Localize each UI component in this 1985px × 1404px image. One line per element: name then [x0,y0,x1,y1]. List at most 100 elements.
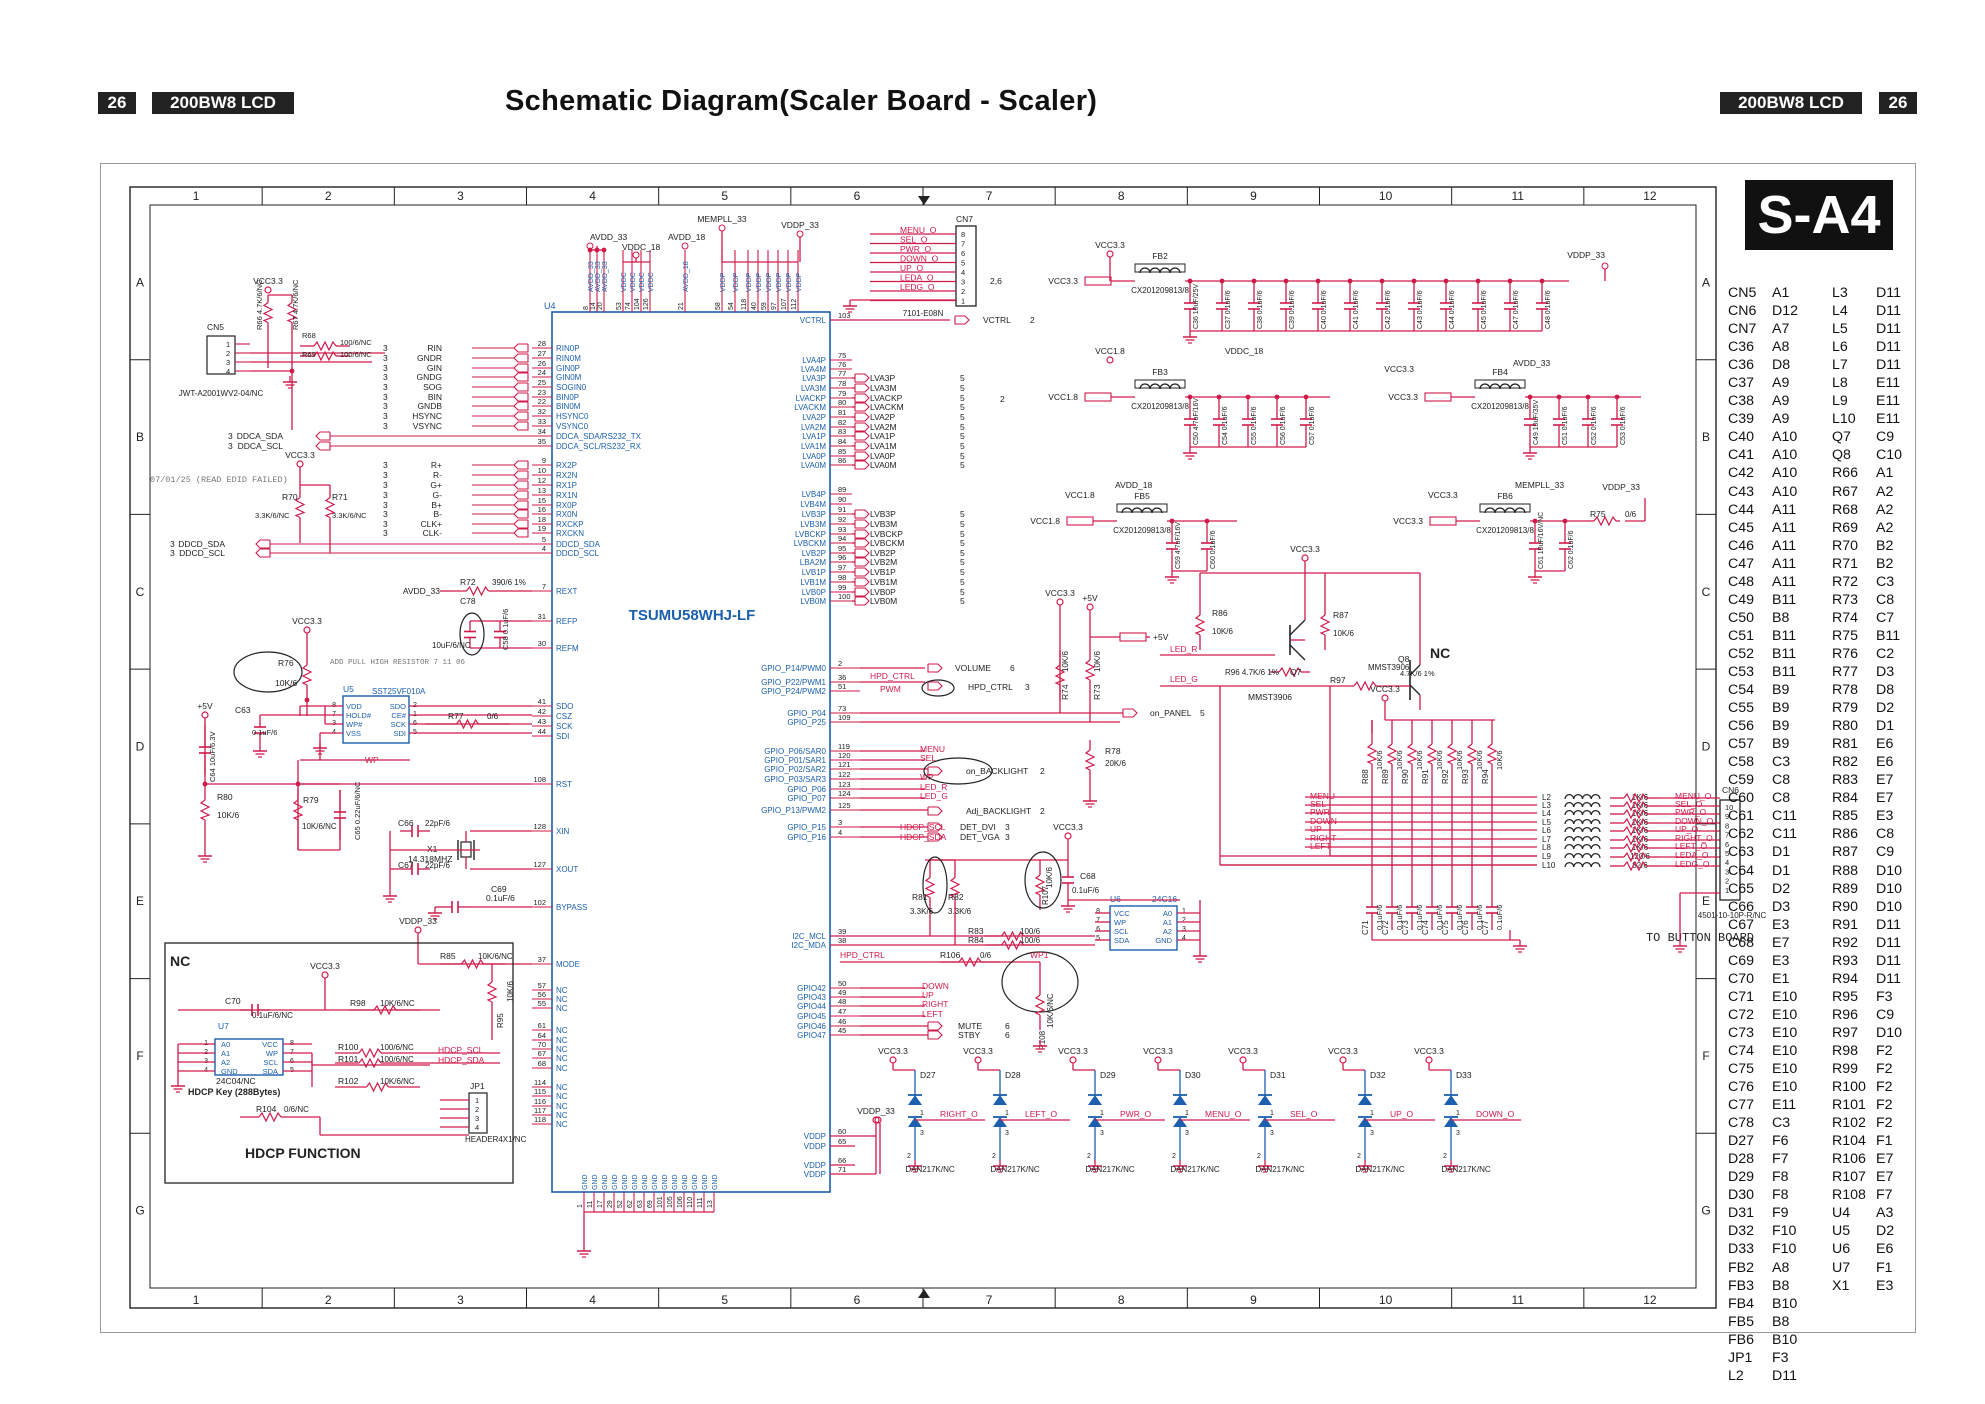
pin-name: VDDC [630,272,637,292]
ref-designator: L5 [1832,321,1848,338]
ref-grid-location: A7 [1772,321,1790,338]
ref-designator: D31 [1728,1205,1755,1222]
ref-designator: L7 [1832,357,1848,374]
ref-designator: C70 [1728,970,1755,987]
pin-number: 3 [920,1130,924,1137]
net-label: SEL_O [900,235,928,245]
pin-name: GPIO_P07 [787,794,826,803]
lvds-net-label: LVA1M [870,441,897,451]
resistor-ref: R75 [1590,509,1606,519]
inductor-ref: L4 [1542,809,1551,818]
pin-number: 49 [838,988,846,997]
ref-grid-location: E6 [1876,736,1894,753]
sheet-ref: 3 [383,528,388,538]
net-label: LEDA_O [1675,850,1709,860]
ref-designator: C71 [1728,988,1755,1005]
net-label: MENU_O [1675,791,1712,801]
ref-grid-location: F2 [1876,1042,1893,1059]
ref-designator: C66 [1728,898,1755,915]
net-label: BIN [428,392,442,402]
pin-number: 1 [577,1204,584,1208]
pin-name: NC [556,1092,568,1101]
transistor-ref: Q8 [1398,654,1410,664]
pin-number: 2 [1725,877,1729,886]
resistor-symbol [1034,994,1046,1016]
power-rail-label: AVDD_18 [1115,480,1152,490]
pin-name: SCK [556,722,573,731]
ref-grid-location: F1 [1876,1259,1893,1276]
pin-name: GIN0P [556,364,580,373]
resistor-value: 1K/6 [1632,801,1649,810]
net-flag [854,402,870,412]
resistor-ref: R76 [278,658,294,668]
pin-number: 93 [838,525,846,534]
net-label: HPD_CTRL [870,671,915,681]
ref-grid-location: A9 [1772,393,1790,410]
capacitor-label: C57 0.1uF/6 [1309,406,1316,445]
resistor-symbol [1386,743,1398,765]
pin-number: 5 [542,535,546,544]
transistor-symbol [1289,644,1306,661]
lvds-net-label: LVA2M [870,422,897,432]
power-rail-label: VCC3.3 [1388,392,1418,402]
ref-grid-location: E3 [1876,808,1894,825]
net-flag [854,587,870,597]
ref-designator: CN6 [1728,303,1757,320]
power-rail-symbol [1154,1056,1162,1064]
resistor-value: 0/6 [980,951,992,960]
net-label: B- [434,509,443,519]
ref-grid-location: F3 [1876,988,1893,1005]
resistor-value: 10K/6 [1061,651,1070,672]
pin-number: 121 [838,760,851,769]
pin-number: 25 [538,378,546,387]
pin-name: GPIO_P14/PWM0 [761,664,826,673]
ref-designator: C43 [1728,483,1755,500]
pin-number: 111 [697,1197,704,1208]
net-flag [927,822,943,832]
ref-designator: C61 [1728,808,1755,825]
lvds-net-label: LVA3M [870,383,897,393]
lvds-net-label: LVA0M [870,460,897,470]
ref-designator: R88 [1832,862,1859,879]
net-flag [854,412,870,422]
pin-number: 7 [542,582,546,591]
grid-row-label: E [136,894,144,908]
sheet-ref: 5 [960,383,965,393]
pin-name: LVACKM [794,403,826,412]
diode-symbol [908,1117,922,1127]
resistor-value: 100/6/NC [340,350,372,359]
ref-designator: L6 [1832,339,1848,356]
resistor-value: 1K/6 [1632,835,1649,844]
net-label: GNDR [417,353,442,363]
ref-grid-location: B9 [1772,700,1790,717]
pin-number: 4 [961,268,965,277]
pin-name: NC [556,1120,568,1129]
net-label: B+ [431,500,442,510]
capacitor-value: 0.1uF/6 [1415,905,1424,930]
ref-grid-location: C10 [1876,447,1903,464]
ref-grid-location: E3 [1876,1277,1894,1294]
pin-number: 53 [616,302,623,310]
ref-designator: Q8 [1832,447,1851,464]
ic-ref: U6 [1110,894,1121,904]
pin-number: 80 [838,398,846,407]
pin-number: 69 [647,1200,654,1208]
ref-designator: FB4 [1728,1295,1755,1312]
net-flag [854,431,870,441]
pin-number: 94 [838,534,846,543]
sheet-ref: 2 [1040,806,1045,816]
resistor-symbol [292,799,304,821]
